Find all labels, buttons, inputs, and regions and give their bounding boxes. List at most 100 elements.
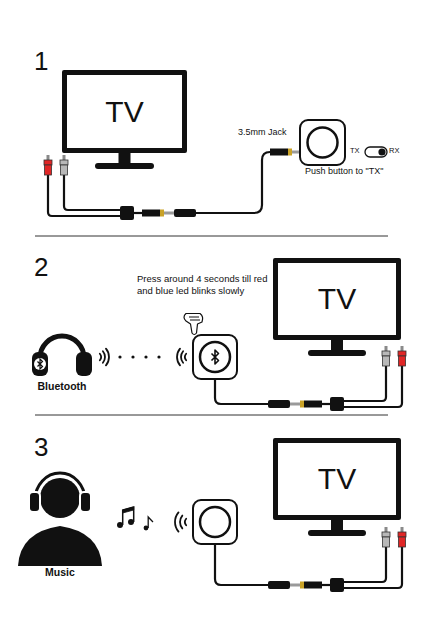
panel-separator	[35, 236, 388, 237]
tv-stand	[119, 153, 131, 164]
jack-plug	[290, 403, 300, 406]
rca-plug	[61, 165, 68, 175]
bluetooth-logo	[212, 350, 219, 364]
audio-cable	[215, 544, 268, 585]
transmitter-device	[308, 128, 338, 158]
jack-plug	[268, 400, 290, 408]
mode-switch	[365, 147, 387, 157]
jack-plug	[164, 212, 174, 215]
instruction-note: Press around 4 seconds till red and blue…	[137, 273, 279, 296]
listener-icon	[29, 492, 40, 512]
rca-plug	[44, 155, 406, 547]
jack-plug	[290, 584, 300, 587]
connector-label: 3.5mm Jack	[238, 127, 287, 138]
tv-stand	[308, 530, 366, 536]
pressing-hand	[189, 317, 200, 320]
signal-dot	[118, 355, 121, 358]
rca-plug	[60, 160, 68, 165]
music-note	[117, 507, 153, 530]
cable-splitter	[330, 397, 344, 411]
tv-screen: TV	[273, 438, 401, 520]
tv-stand	[95, 163, 154, 169]
rca-plug	[399, 537, 406, 547]
signal-waves	[180, 516, 182, 529]
audio-cable	[344, 547, 402, 588]
rca-plug	[44, 160, 52, 165]
rca-plug	[382, 351, 390, 356]
switch-label: TX	[350, 146, 360, 155]
icon-caption: Music	[45, 566, 75, 579]
signal-dot	[131, 355, 134, 358]
transmitter-device	[200, 342, 230, 372]
rca-plug	[60, 155, 68, 175]
jack-plug	[300, 582, 304, 589]
rca-plug	[385, 346, 388, 351]
rca-plug	[398, 346, 406, 366]
music-note	[148, 517, 153, 528]
listener-icon	[10, 462, 110, 566]
music-note	[123, 507, 134, 513]
jack-plug	[304, 582, 322, 589]
tv-label: TV	[105, 94, 143, 130]
rca-plug	[398, 527, 406, 547]
listener-icon	[35, 473, 85, 500]
audio-cable	[344, 547, 386, 582]
pressing-hand	[184, 314, 203, 335]
step-number: 1	[34, 46, 48, 77]
audio-cable	[134, 212, 142, 214]
rca-plug	[45, 165, 52, 175]
jack-plug	[142, 210, 160, 217]
signal-waves	[103, 351, 105, 363]
transmitter-device	[300, 120, 345, 165]
signal-waves	[185, 519, 186, 525]
mode-switch	[365, 147, 387, 157]
audio-cable	[64, 175, 120, 210]
headphones-icon	[34, 358, 46, 370]
icon-caption: Bluetooth	[38, 380, 87, 393]
audio-cable	[322, 584, 330, 586]
audio-cable	[344, 366, 402, 407]
rca-plug	[401, 346, 404, 351]
jack-plug	[304, 401, 322, 408]
jack-plug	[142, 149, 322, 590]
signal-waves	[100, 349, 186, 532]
pressing-hand	[184, 314, 203, 335]
cable-splitter	[330, 578, 344, 592]
tv-stand	[331, 520, 343, 530]
headphones-icon	[38, 359, 43, 369]
jack-plug	[160, 210, 164, 217]
signal-dot	[157, 355, 160, 358]
tv-screen: TV	[273, 258, 401, 340]
audio-cable	[196, 152, 270, 213]
rca-plug	[383, 356, 390, 366]
jack-plug	[174, 209, 196, 217]
headphones-icon	[32, 352, 48, 376]
signal-waves	[177, 349, 180, 366]
headphones-icon: Bluetooth	[26, 328, 98, 398]
tv-stand	[308, 350, 366, 356]
mode-switch	[378, 148, 385, 155]
signal-waves	[100, 354, 101, 360]
tv-screen: TV	[62, 70, 187, 153]
signal-dot	[144, 355, 147, 358]
rca-plug	[398, 532, 406, 537]
step-number: 2	[34, 252, 48, 283]
rca-plug	[385, 527, 388, 532]
step-number: 3	[34, 432, 48, 463]
rca-plug	[47, 155, 50, 160]
signal-waves	[185, 354, 186, 360]
jack-plug	[288, 149, 292, 156]
audio-cable	[322, 403, 330, 405]
audio-cable	[215, 379, 268, 404]
rca-plug	[382, 346, 390, 366]
rca-plug	[382, 527, 390, 547]
rca-plug	[399, 356, 406, 366]
rca-plug	[63, 155, 66, 160]
listener-icon	[40, 478, 80, 518]
instruction-note: Push button to "TX"	[305, 166, 383, 177]
listener-icon	[35, 473, 85, 500]
transmitter-device	[193, 500, 237, 544]
jack-plug	[270, 149, 288, 156]
listener-icon	[18, 526, 102, 566]
rca-plug	[382, 532, 390, 537]
